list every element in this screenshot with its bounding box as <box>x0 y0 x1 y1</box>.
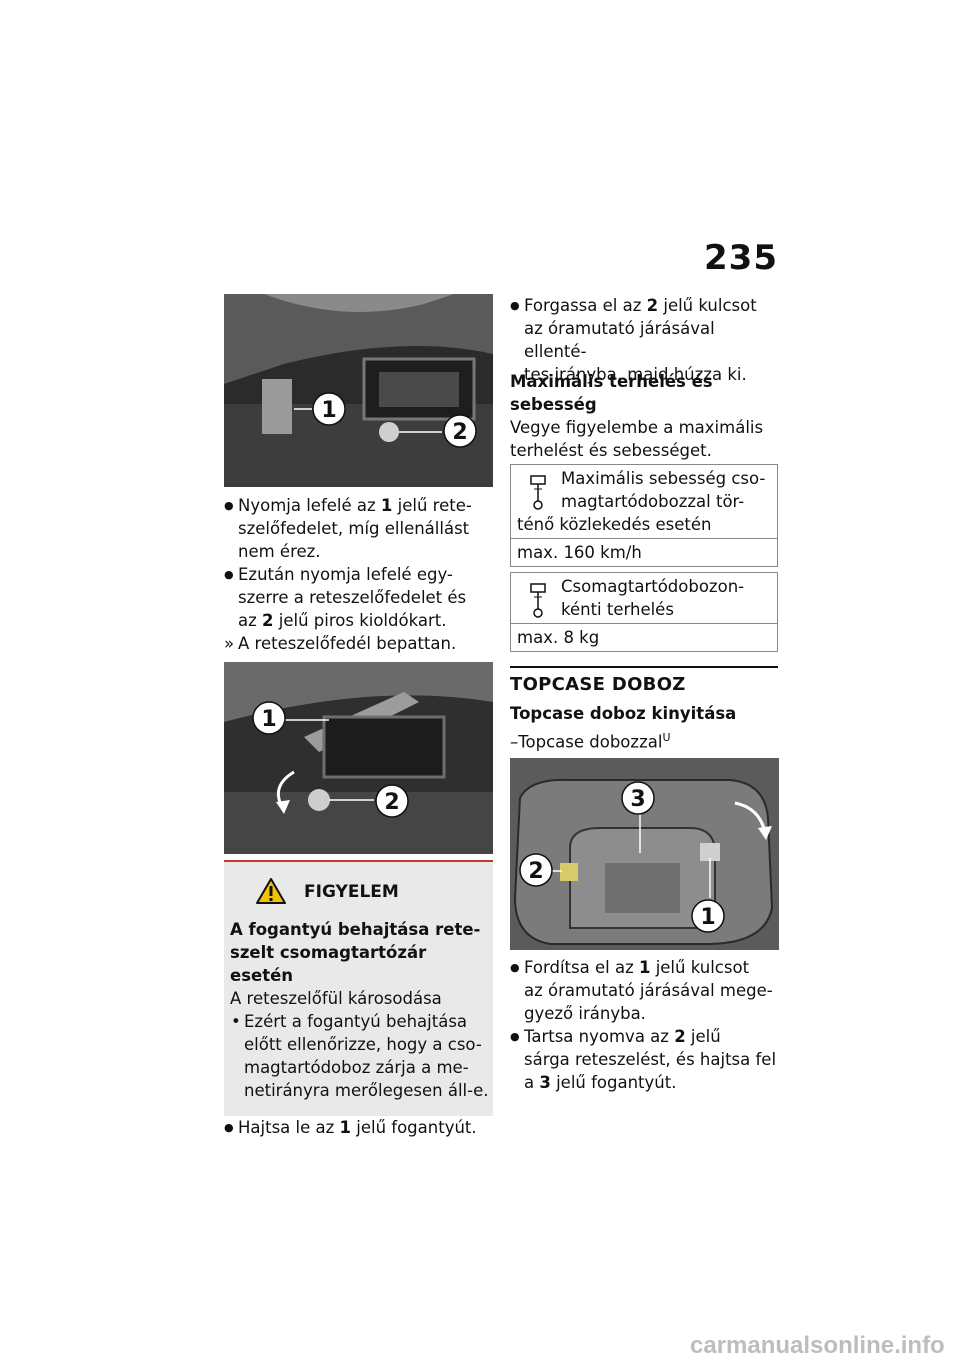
instructions-topcase: Fordítsa el az 1 jelű kulcsot az óramuta… <box>510 956 782 1094</box>
instructions-key: Forgassa el az 2 jelű kulcsot az óramuta… <box>510 294 782 386</box>
instructions-latch: Nyomja lefelé az 1 jelű rete- szelőfedel… <box>224 494 494 655</box>
topcase-photo: 3 2 1 <box>510 758 779 950</box>
callout-3: 3 <box>630 787 645 812</box>
section-title: TOPCASE DOBOZ <box>510 674 686 695</box>
dash-icon: – <box>510 732 519 752</box>
callout-2: 2 <box>384 790 399 815</box>
spec-speed-value: max. 160 km/h <box>510 538 778 567</box>
sub-heading: Topcase doboz kinyitása <box>510 704 737 723</box>
page-number: 235 <box>704 238 778 278</box>
result-cover-snaps: A reteszelőfedél bepattan. <box>224 632 494 655</box>
step-fold-handle: Hajtsa le az 1 jelű fogantyút. <box>224 1116 508 1139</box>
figure-topcase: 3 2 1 <box>510 758 779 950</box>
max-load-section: Maximális terhelés és sebesség Vegye fig… <box>510 370 782 462</box>
warning-box: FIGYELEM A fogantyú behajtása rete- szel… <box>224 860 493 1116</box>
spec-load-description: Csomagtartódobozon- kénti terhelés <box>510 572 778 624</box>
warning-title: FIGYELEM <box>304 882 399 902</box>
figure-latch-cover: 1 2 <box>224 294 493 487</box>
step-hold-and-raise-handle: Tartsa nyomva az 2 jelű sárga reteszelés… <box>510 1025 782 1094</box>
section-divider <box>510 666 778 668</box>
warning-instruction: Ezért a fogantyú behajtása előtt ellenőr… <box>230 1010 490 1102</box>
topcase-spec-icon <box>517 575 561 621</box>
topcase-spec-icon <box>517 467 561 513</box>
warning-subtitle: A reteszelőfül károsodása <box>230 989 442 1008</box>
figure-handle-fold: 1 2 <box>224 662 493 854</box>
callout-2: 2 <box>528 859 543 884</box>
callout-1: 1 <box>261 707 276 732</box>
latch-cover-photo: 1 2 <box>224 294 493 487</box>
callout-1: 1 <box>321 398 336 423</box>
warning-triangle-icon <box>256 878 286 908</box>
spec-table-speed: Maximális sebesség cso- magtartódobozzal… <box>510 464 778 567</box>
callout-1: 1 <box>700 905 715 930</box>
step-press-release-lever: Ezután nyomja lefelé egy- szerre a retes… <box>224 563 494 632</box>
handle-fold-photo: 1 2 <box>224 662 493 854</box>
max-load-text: Vegye figyelembe a maximális terhelést é… <box>510 418 764 460</box>
spec-speed-description: Maximális sebesség cso- magtartódobozzal… <box>510 464 778 539</box>
step-turn-key-cw: Fordítsa el az 1 jelű kulcsot az óramuta… <box>510 956 782 1025</box>
step-press-cover: Nyomja lefelé az 1 jelű rete- szelőfedel… <box>224 494 494 563</box>
max-load-heading: Maximális terhelés és sebesség <box>510 372 713 414</box>
condition-line: –Topcase dobozzalU <box>510 731 671 752</box>
warning-heading: A fogantyú behajtása rete- szelt csomagt… <box>230 920 481 985</box>
spec-table-load: Csomagtartódobozon- kénti terhelés max. … <box>510 572 778 652</box>
spec-load-value: max. 8 kg <box>510 623 778 652</box>
watermark: carmanualsonline.info <box>690 1332 945 1359</box>
step-turn-key-ccw: Forgassa el az 2 jelű kulcsot az óramuta… <box>510 294 782 386</box>
callout-2: 2 <box>452 420 467 445</box>
